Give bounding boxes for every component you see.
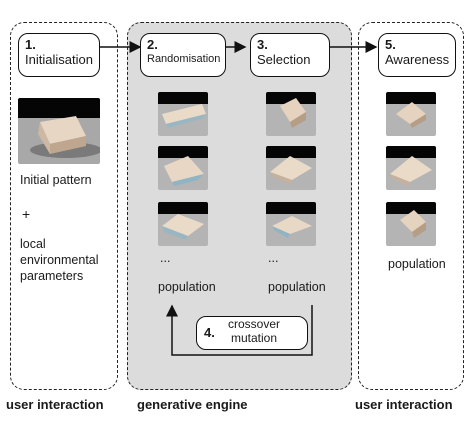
step-label: Selection [257,52,311,67]
random-pattern-render-2 [158,146,208,190]
awareness-render-1 [386,92,436,136]
step-number: 3. [257,37,268,52]
population-right-label: population [268,280,326,294]
right-panel [358,22,464,390]
dots-left: ... [160,251,171,265]
awareness-population-label: population [388,257,446,271]
initial-pattern-render [18,98,100,164]
feedback-loop [166,304,313,356]
step-initialisation: 1. Initialisation [18,33,100,77]
step-number: 1. [25,37,36,52]
step-4-number: 4. [204,325,215,340]
initial-pattern-label: Initial pattern [20,173,92,187]
selected-pattern-render-3 [266,202,316,246]
step-label: Randomisation [147,53,221,65]
bottom-label-right: user interaction [355,397,453,412]
bottom-label-left: user interaction [6,397,104,412]
step-4-label: crossover mutation [228,317,281,345]
population-left-label: population [158,280,216,294]
dots-right: ... [268,251,279,265]
step-awareness: 5. Awareness [378,33,456,77]
awareness-render-2 [386,146,436,190]
bottom-label-middle: generative engine [137,397,248,412]
awareness-render-3 [386,202,436,246]
random-pattern-render-3 [158,202,208,246]
step-randomisation: 2. Randomisation [140,33,226,77]
selected-pattern-render-1 [266,92,316,136]
plus-sign: + [22,206,31,222]
step-number: 5. [385,37,396,52]
step-crossover-mutation [196,316,308,350]
step-selection: 3. Selection [250,33,330,77]
selected-pattern-render-2 [266,146,316,190]
environmental-parameters-label: local environmental parameters [20,237,99,283]
step-number: 2. [147,37,158,52]
step-label: Awareness [385,52,450,67]
random-pattern-render-1 [158,92,208,136]
left-panel [10,22,118,390]
step-label: Initialisation [25,52,93,67]
